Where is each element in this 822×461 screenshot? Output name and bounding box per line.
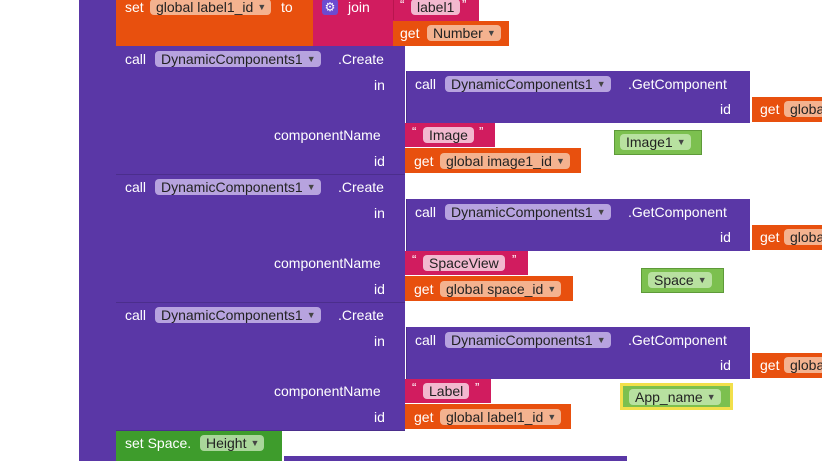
getcomponent-method: .GetComponent: [628, 76, 727, 92]
get-global-dropdown[interactable]: globa: [784, 101, 822, 117]
chevron-down-icon: ▼: [547, 284, 557, 294]
quote-close: ”: [479, 124, 484, 139]
call-keyword: call: [415, 76, 437, 92]
chevron-down-icon: ▼: [555, 156, 565, 166]
get-id-dropdown[interactable]: global label1_id▼: [440, 409, 562, 425]
call-keyword: call: [125, 51, 147, 67]
id-label: id: [374, 281, 385, 297]
chevron-down-icon: ▼: [486, 28, 496, 38]
get-global-dropdown[interactable]: globa: [784, 357, 822, 373]
chevron-down-icon: ▼: [547, 412, 557, 422]
quote-open: “: [412, 124, 417, 139]
gear-icon[interactable]: ⚙: [322, 0, 338, 15]
id-label: id: [720, 229, 731, 245]
getcomponent-dropdown[interactable]: DynamicComponents1▼: [445, 76, 611, 92]
chevron-down-icon: ▼: [697, 275, 707, 285]
in-label: in: [374, 205, 385, 221]
in-label: in: [374, 333, 385, 349]
chevron-down-icon: ▼: [596, 207, 606, 217]
get-keyword: get: [760, 357, 780, 373]
floating-component-dropdown[interactable]: App_name▼: [629, 389, 721, 405]
id-label: id: [720, 357, 731, 373]
chevron-down-icon: ▼: [706, 392, 716, 402]
chevron-down-icon: ▼: [306, 310, 316, 320]
getcomponent-dropdown[interactable]: DynamicComponents1▼: [445, 332, 611, 348]
componentname-string-text[interactable]: SpaceView: [423, 255, 505, 271]
create-block-2-body: [116, 198, 405, 303]
getcomponent-method: .GetComponent: [628, 204, 727, 220]
getcomponent-dropdown[interactable]: DynamicComponents1▼: [445, 204, 611, 220]
space-property-dropdown[interactable]: Height▼: [200, 435, 265, 451]
set-keyword: set: [125, 0, 144, 15]
create-method: .Create: [338, 307, 384, 323]
get-keyword: get: [760, 101, 780, 117]
id-label: id: [720, 101, 731, 117]
event-block-spine: [79, 0, 117, 461]
componentname-label: componentName: [274, 255, 381, 271]
set-space-label: set Space.: [125, 435, 192, 451]
componentname-label: componentName: [274, 127, 381, 143]
quote-close: ”: [475, 380, 480, 395]
chevron-down-icon: ▼: [306, 182, 316, 192]
quote-open: “: [412, 252, 417, 267]
componentname-label: componentName: [274, 383, 381, 399]
get-keyword: get: [414, 281, 434, 297]
call-keyword: call: [125, 179, 147, 195]
get-number-dropdown[interactable]: Number▼: [427, 25, 501, 41]
quote-open: “: [412, 380, 417, 395]
chevron-down-icon: ▼: [257, 2, 267, 12]
chevron-down-icon: ▼: [306, 54, 316, 64]
get-keyword: get: [414, 153, 434, 169]
quote-close: ”: [462, 0, 467, 12]
bottom-value-block[interactable]: [284, 456, 627, 461]
get-keyword: get: [414, 409, 434, 425]
set-variable-dropdown[interactable]: global label1_id▼: [150, 0, 272, 15]
to-keyword: to: [281, 0, 293, 15]
getcomponent-method: .GetComponent: [628, 332, 727, 348]
call-keyword: call: [415, 332, 437, 348]
get-global-dropdown[interactable]: globa: [784, 229, 822, 245]
call-keyword: call: [415, 204, 437, 220]
get-id-dropdown[interactable]: global image1_id▼: [440, 153, 570, 169]
get-id-dropdown[interactable]: global space_id▼: [440, 281, 562, 297]
quote-open: “: [400, 0, 405, 12]
chevron-down-icon: ▼: [596, 79, 606, 89]
create-method: .Create: [338, 179, 384, 195]
floating-component-dropdown[interactable]: Space▼: [648, 272, 712, 288]
id-label: id: [374, 153, 385, 169]
chevron-down-icon: ▼: [596, 335, 606, 345]
join-keyword: join: [348, 0, 370, 15]
id-label: id: [374, 409, 385, 425]
create-block-3-body: [116, 326, 405, 431]
call-keyword: call: [125, 307, 147, 323]
create-component-dropdown[interactable]: DynamicComponents1▼: [155, 51, 321, 67]
quote-close: ”: [512, 252, 517, 267]
chevron-down-icon: ▼: [250, 438, 260, 448]
componentname-string-text[interactable]: Image: [423, 127, 474, 143]
floating-component-dropdown[interactable]: Image1▼: [620, 134, 691, 150]
in-label: in: [374, 77, 385, 93]
chevron-down-icon: ▼: [676, 137, 686, 147]
create-component-dropdown[interactable]: DynamicComponents1▼: [155, 307, 321, 323]
create-method: .Create: [338, 51, 384, 67]
componentname-string-text[interactable]: Label: [423, 383, 470, 399]
create-block-1-body: [116, 70, 405, 175]
join-string-text[interactable]: label1: [411, 0, 461, 15]
create-component-dropdown[interactable]: DynamicComponents1▼: [155, 179, 321, 195]
get-keyword: get: [400, 25, 420, 41]
get-keyword: get: [760, 229, 780, 245]
